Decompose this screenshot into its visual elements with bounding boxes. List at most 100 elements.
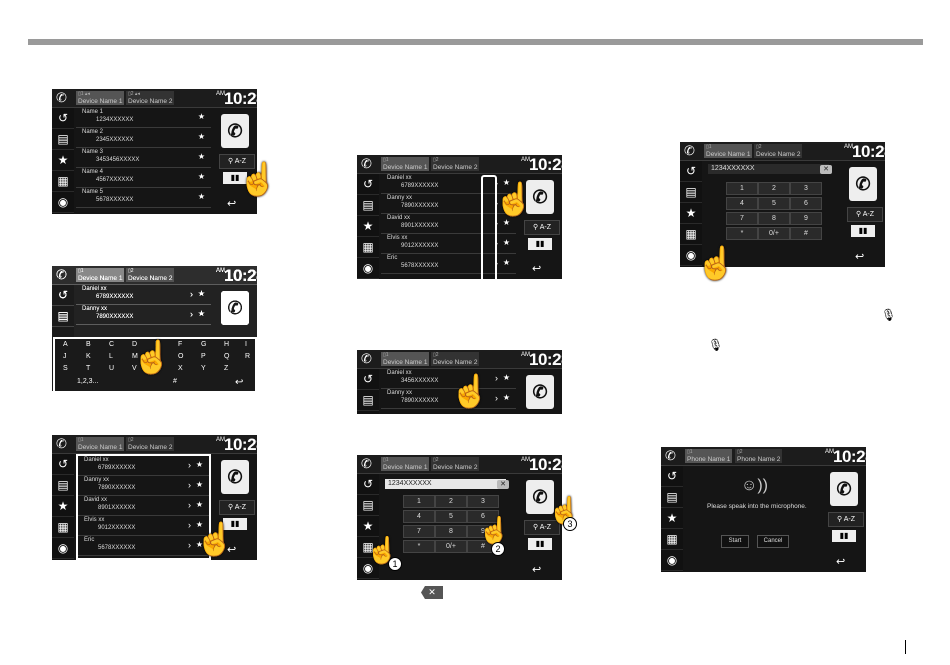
phonebook-icon[interactable]: ▤ [52,129,74,150]
call-history-icon[interactable]: ↺ [52,285,74,306]
favorites-icon[interactable]: ★ [52,150,74,171]
call-history-icon[interactable]: ↺ [357,174,379,195]
key-3[interactable]: 3 [790,182,822,195]
key-8[interactable]: 8 [758,212,790,225]
call-button[interactable]: ✆ [221,291,249,325]
favorite-icon[interactable]: ★ [197,152,205,161]
back-icon[interactable]: ↩ [227,198,237,210]
signal-button[interactable]: ▮▮ [528,538,552,550]
signal-button[interactable]: ▮▮ [851,225,875,237]
key-9[interactable]: 9 [790,212,822,225]
call-button[interactable]: ✆ [221,114,249,148]
az-search-button[interactable]: ⚲ A-Z [524,220,560,235]
call-button[interactable]: ✆ [849,167,877,201]
key-1[interactable]: 1 [403,495,435,508]
key-7[interactable]: 7 [403,525,435,538]
key-y[interactable]: Y [201,365,206,372]
phonebook-icon[interactable]: ▤ [357,195,379,216]
key-4[interactable]: 4 [726,197,758,210]
phonebook-icon[interactable]: ▤ [52,306,74,327]
back-icon[interactable]: ↩ [235,377,244,388]
az-search-button[interactable]: ⚲ A-Z [524,520,560,535]
back-icon[interactable]: ↩ [855,251,865,263]
voice-icon[interactable]: ◉ [52,538,74,559]
dialpad-icon[interactable]: ▦ [357,237,379,258]
dialpad-icon[interactable]: ▦ [357,537,379,558]
call-history-icon[interactable]: ↺ [357,369,379,390]
phone-number-field[interactable]: 1234XXXXXX [708,164,829,174]
az-search-button[interactable]: ⚲ A-Z [847,207,883,222]
phonebook-icon[interactable]: ▤ [357,495,379,516]
key-4[interactable]: 4 [403,510,435,523]
key-m[interactable]: M [132,353,138,360]
signal-button[interactable]: ▮▮ [223,518,247,530]
key-c[interactable]: C [109,341,115,348]
signal-button[interactable]: ▮▮ [223,172,247,184]
phonebook-icon[interactable]: ▤ [680,182,702,203]
back-icon[interactable]: ↩ [532,263,542,275]
key-t[interactable]: T [86,365,91,372]
call-button[interactable]: ✆ [526,180,554,214]
az-search-button[interactable]: ⚲ A-Z [219,500,255,515]
delete-icon[interactable]: ✕ [820,165,832,174]
favorites-icon[interactable]: ★ [52,496,74,517]
voice-icon[interactable]: ◉ [661,550,683,571]
key-r[interactable]: R [245,353,251,360]
key-g[interactable]: G [201,341,207,348]
numbers-key[interactable]: 1,2,3... [77,378,99,385]
dialpad-icon[interactable]: ▦ [661,529,683,550]
call-history-icon[interactable]: ↺ [357,474,379,495]
back-icon[interactable]: ↩ [836,556,846,568]
az-search-button[interactable]: ⚲ A-Z [828,512,864,527]
key-2[interactable]: 2 [758,182,790,195]
favorite-icon[interactable]: ★ [197,112,205,121]
hash-key[interactable]: # [173,378,177,385]
favorite-icon[interactable]: ★ [197,192,205,201]
key-l[interactable]: L [109,353,113,360]
call-history-icon[interactable]: ↺ [661,466,683,487]
key-e[interactable]: E [155,341,160,348]
key-5[interactable]: 5 [435,510,467,523]
key-d[interactable]: D [132,341,138,348]
key-w[interactable]: W [155,365,162,372]
call-history-icon[interactable]: ↺ [52,108,74,129]
start-button[interactable]: Start [721,535,749,548]
favorites-icon[interactable]: ★ [357,216,379,237]
signal-button[interactable]: ▮▮ [832,530,856,542]
key-6[interactable]: 6 [790,197,822,210]
dialpad-icon[interactable]: ▦ [680,224,702,245]
phonebook-icon[interactable]: ▤ [661,487,683,508]
favorites-icon[interactable]: ★ [680,203,702,224]
favorites-icon[interactable]: ★ [357,516,379,537]
voice-icon[interactable]: ◉ [357,258,379,279]
key-j[interactable]: J [63,353,67,360]
key-u[interactable]: U [109,365,115,372]
voice-icon[interactable]: ◉ [52,192,74,213]
key-3[interactable]: 3 [467,495,499,508]
device-1-tab[interactable]: ▯1 ▴◂Device Name 1 [76,91,125,105]
delete-icon[interactable]: ✕ [497,480,509,489]
key-v[interactable]: V [132,365,137,372]
favorites-icon[interactable]: ★ [661,508,683,529]
key-q[interactable]: Q [224,353,230,360]
back-icon[interactable]: ↩ [532,564,542,576]
key-z[interactable]: Z [224,365,229,372]
